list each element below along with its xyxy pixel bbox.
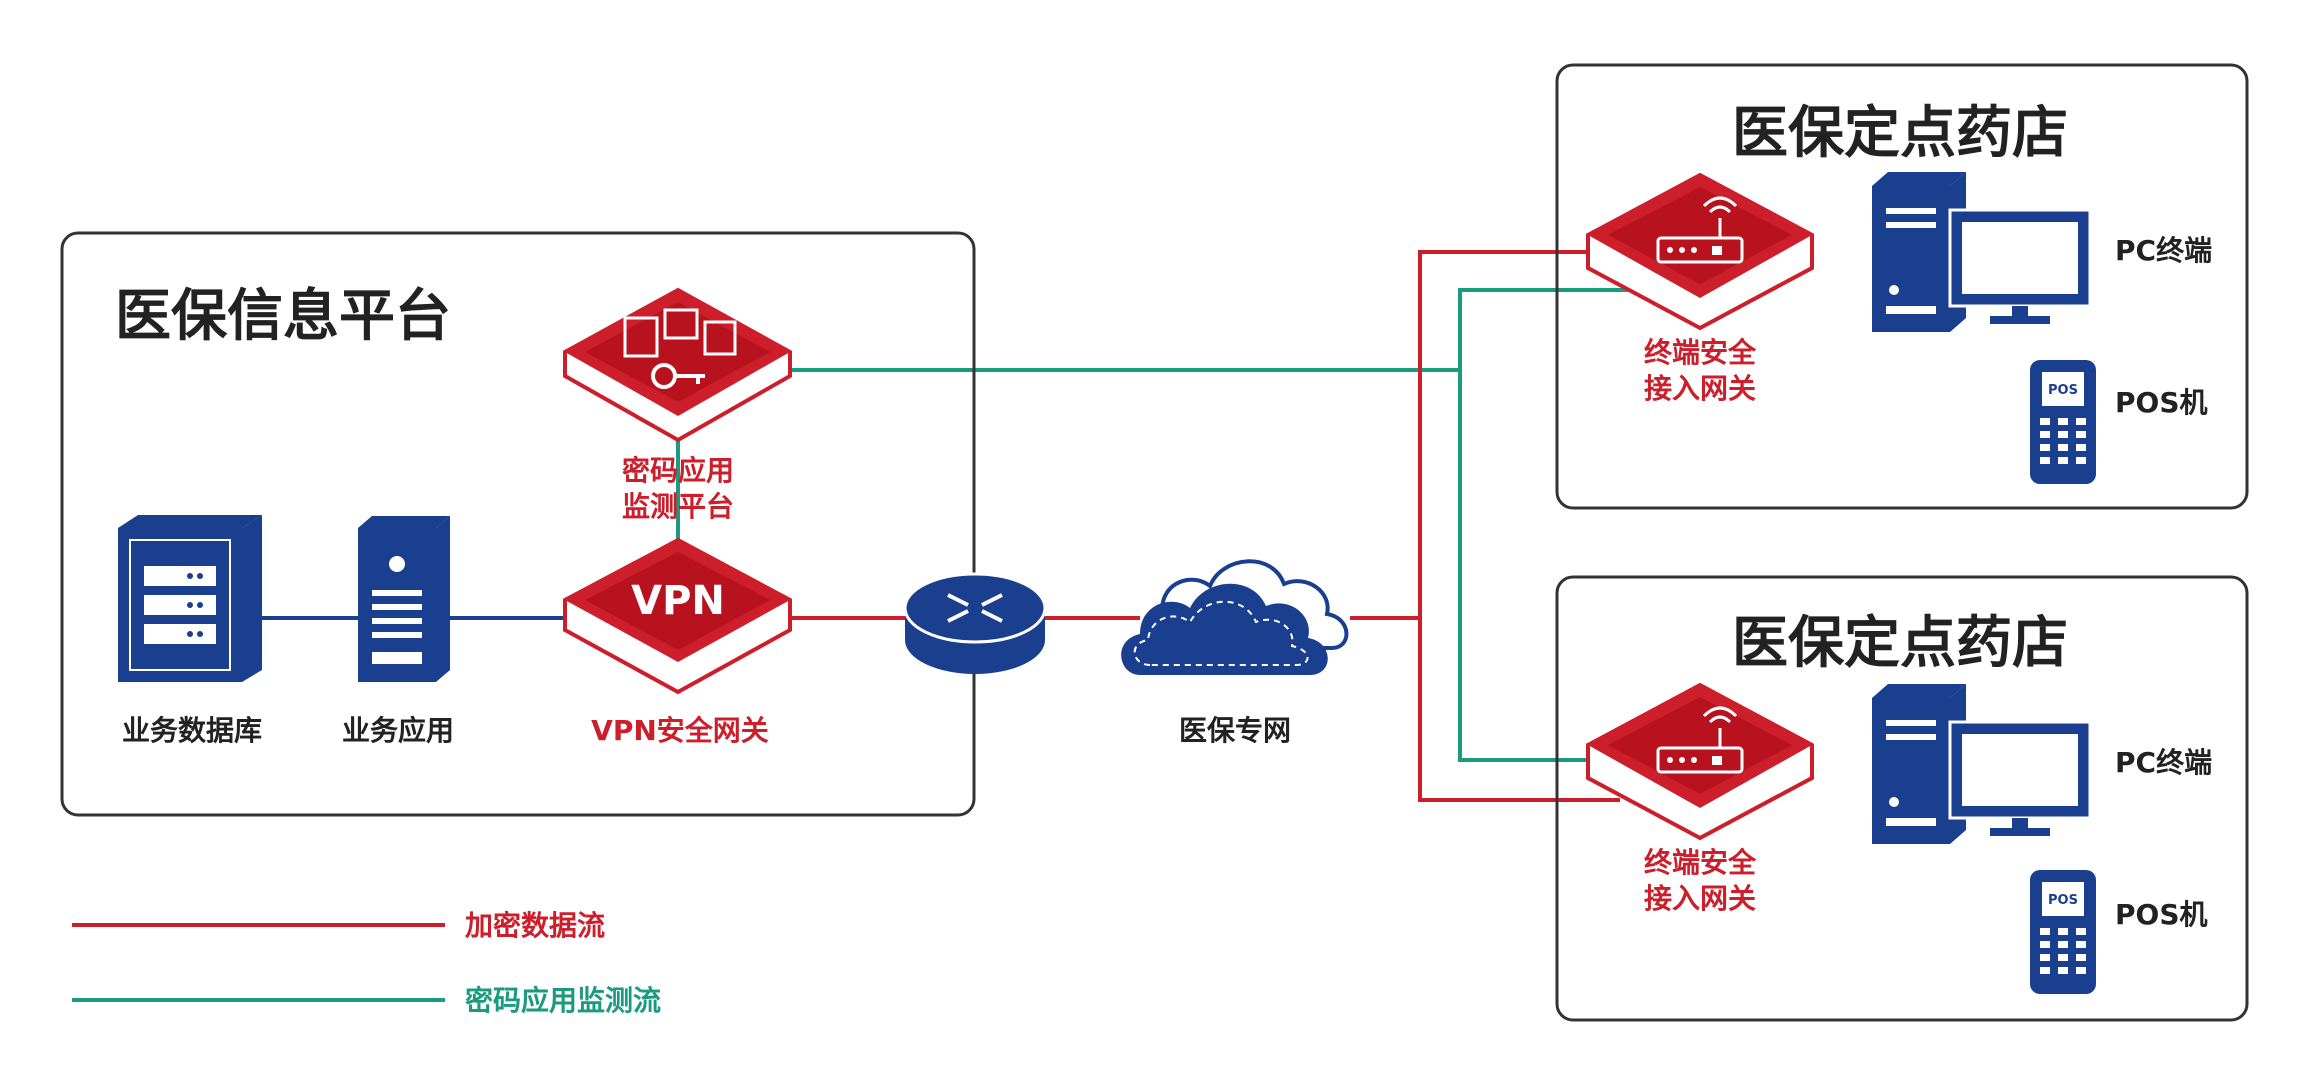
database-label: 业务数据库: [122, 714, 262, 747]
platform-border: [60, 231, 976, 817]
network-label: 医保专网: [1179, 714, 1291, 747]
monitor-flow-line-pharmacy-2: [1458, 370, 1640, 762]
pos-screen-1: POS: [2048, 383, 2078, 398]
router-icon[interactable]: [903, 572, 1047, 674]
app-label: 业务应用: [342, 714, 454, 747]
app-server-icon[interactable]: [358, 516, 450, 682]
pc-terminal-icon-1[interactable]: [1872, 172, 2092, 332]
gateway-label-2a: 终端安全: [1644, 846, 1757, 879]
legend-monitor-label: 密码应用监测流: [465, 984, 661, 1017]
gateway-label-2b: 接入网关: [1644, 882, 1756, 915]
pharmacy-border-1: [1555, 63, 2249, 510]
terminal-gateway-icon-2[interactable]: [1586, 682, 1814, 841]
vpn-text: VPN: [631, 578, 725, 624]
gateway-label-1a: 终端安全: [1644, 336, 1757, 369]
legend-encrypted-label: 加密数据流: [465, 909, 605, 942]
crypto-monitor-label-2: 监测平台: [622, 490, 734, 523]
crypto-monitor-label-1: 密码应用: [622, 454, 734, 487]
pos-machine-icon-1[interactable]: [2030, 360, 2096, 484]
terminal-gateway-icon-1[interactable]: [1586, 172, 1814, 331]
pos-label-2: POS机: [2115, 898, 2208, 931]
database-server-icon[interactable]: [118, 515, 262, 682]
vpn-gateway-icon[interactable]: [563, 537, 792, 695]
gateway-label-1b: 接入网关: [1644, 372, 1756, 405]
encrypted-flow-pharmacy-2: [1418, 618, 1620, 802]
encrypted-flow-pharmacy-1: [1418, 250, 1620, 618]
monitor-flow-line-pharmacy-1: [1458, 288, 1640, 370]
pharmacy-title-1: 医保定点药店: [1732, 101, 2068, 166]
pc-label-1: PC终端: [2115, 234, 2212, 267]
platform-panel: 医保信息平台 密码应用 监测平台 VPN VPN安全网关: [60, 231, 976, 817]
pharmacy-border-2: [1555, 575, 2249, 1022]
pharmacy-panel-2: 医保定点药店 终端安全 接入网关 PC终端: [1555, 575, 2249, 1022]
pos-machine-icon-2[interactable]: [2030, 870, 2096, 994]
pharmacy-title-2: 医保定点药店: [1732, 611, 2068, 676]
pos-screen-2: POS: [2048, 893, 2078, 908]
cloud-icon[interactable]: [1121, 559, 1349, 675]
crypto-monitor-platform-icon[interactable]: [563, 287, 792, 443]
pharmacy-panel-1: 医保定点药店 终端安全 接入网关 PC终端: [1555, 63, 2249, 510]
connection-lines: [262, 250, 1640, 802]
legend: 加密数据流 密码应用监测流: [72, 909, 661, 1017]
pc-terminal-icon-2[interactable]: [1872, 684, 2092, 844]
pos-label-1: POS机: [2115, 386, 2208, 419]
platform-title: 医保信息平台: [115, 284, 451, 349]
pc-label-2: PC终端: [2115, 746, 2212, 779]
vpn-gateway-label: VPN安全网关: [591, 714, 769, 747]
